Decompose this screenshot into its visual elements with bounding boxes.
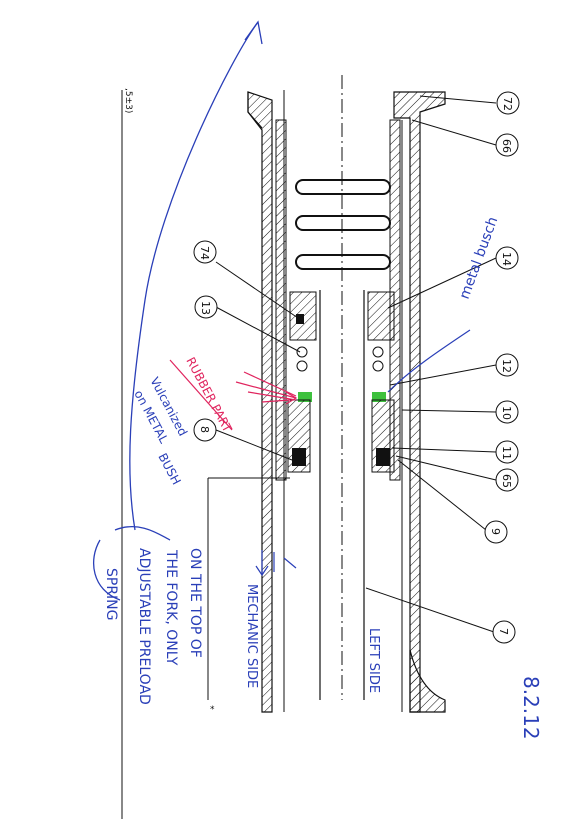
callout-66-label: 66 (500, 139, 513, 153)
vulcanized-note-line3: BUSH (155, 451, 183, 487)
callout-65-label: 65 (500, 474, 513, 488)
spring (295, 179, 391, 270)
callout-12: 12 (495, 353, 519, 377)
callout-74: 74 (193, 240, 217, 264)
callout-74-label: 74 (198, 246, 211, 260)
callout-14: 14 (495, 246, 519, 270)
callout-13: 13 (194, 295, 218, 319)
left-side-note: LEFT SIDE (366, 628, 381, 693)
rubber-part (298, 392, 386, 402)
top-note-line1: ON THE TOP OF (187, 548, 203, 658)
callout-8-label: 8 (198, 426, 211, 433)
callout-10: 10 (495, 400, 519, 424)
metal-bush-pointer (387, 329, 471, 393)
hand-drawn-arrow (129, 21, 259, 531)
callout-13-label: 13 (199, 301, 212, 315)
note-bracket (93, 525, 171, 601)
callout-12-label: 12 (500, 359, 513, 373)
leader-lines (207, 95, 497, 700)
top-note-line2: THE FORK, ONLY (163, 549, 179, 666)
callout-9: 9 (484, 520, 508, 544)
mechanic-side-note: MECHANIC SIDE (244, 584, 259, 688)
callout-7-label: 7 (497, 628, 510, 635)
dimension-label: ,5±3) (123, 88, 133, 113)
metal-bush-note: metal busch (457, 215, 502, 302)
rubber-part-pointer (235, 371, 298, 405)
dimension-line: ,5±3) (121, 88, 133, 819)
top-note-line4: SPRING (103, 568, 119, 621)
callout-11-label: 11 (500, 446, 513, 460)
callout-8: 8 (193, 418, 217, 442)
date-note: 8.2.12 (519, 676, 543, 740)
callout-10-label: 10 (500, 406, 513, 420)
callout-11: 11 (495, 440, 519, 464)
callout-65: 65 (495, 468, 519, 492)
mechanic-side-arrows (255, 550, 297, 577)
callout-72: 72 (496, 91, 520, 115)
star-mark: * (210, 705, 215, 715)
damper-rod (319, 290, 365, 700)
hand-drawn-arrow-head (244, 20, 263, 45)
lower-bush-assembly (287, 399, 395, 473)
callout-9-label: 9 (489, 528, 502, 535)
callout-72-label: 72 (501, 97, 514, 111)
callout-7: 7 (492, 620, 516, 644)
rubber-part-underline (169, 359, 233, 431)
callout-66: 66 (495, 133, 519, 157)
piston-assembly (289, 291, 395, 372)
callout-14-label: 14 (500, 252, 513, 266)
top-note-line3: ADJUSTABLE PRELOAD (136, 548, 152, 705)
